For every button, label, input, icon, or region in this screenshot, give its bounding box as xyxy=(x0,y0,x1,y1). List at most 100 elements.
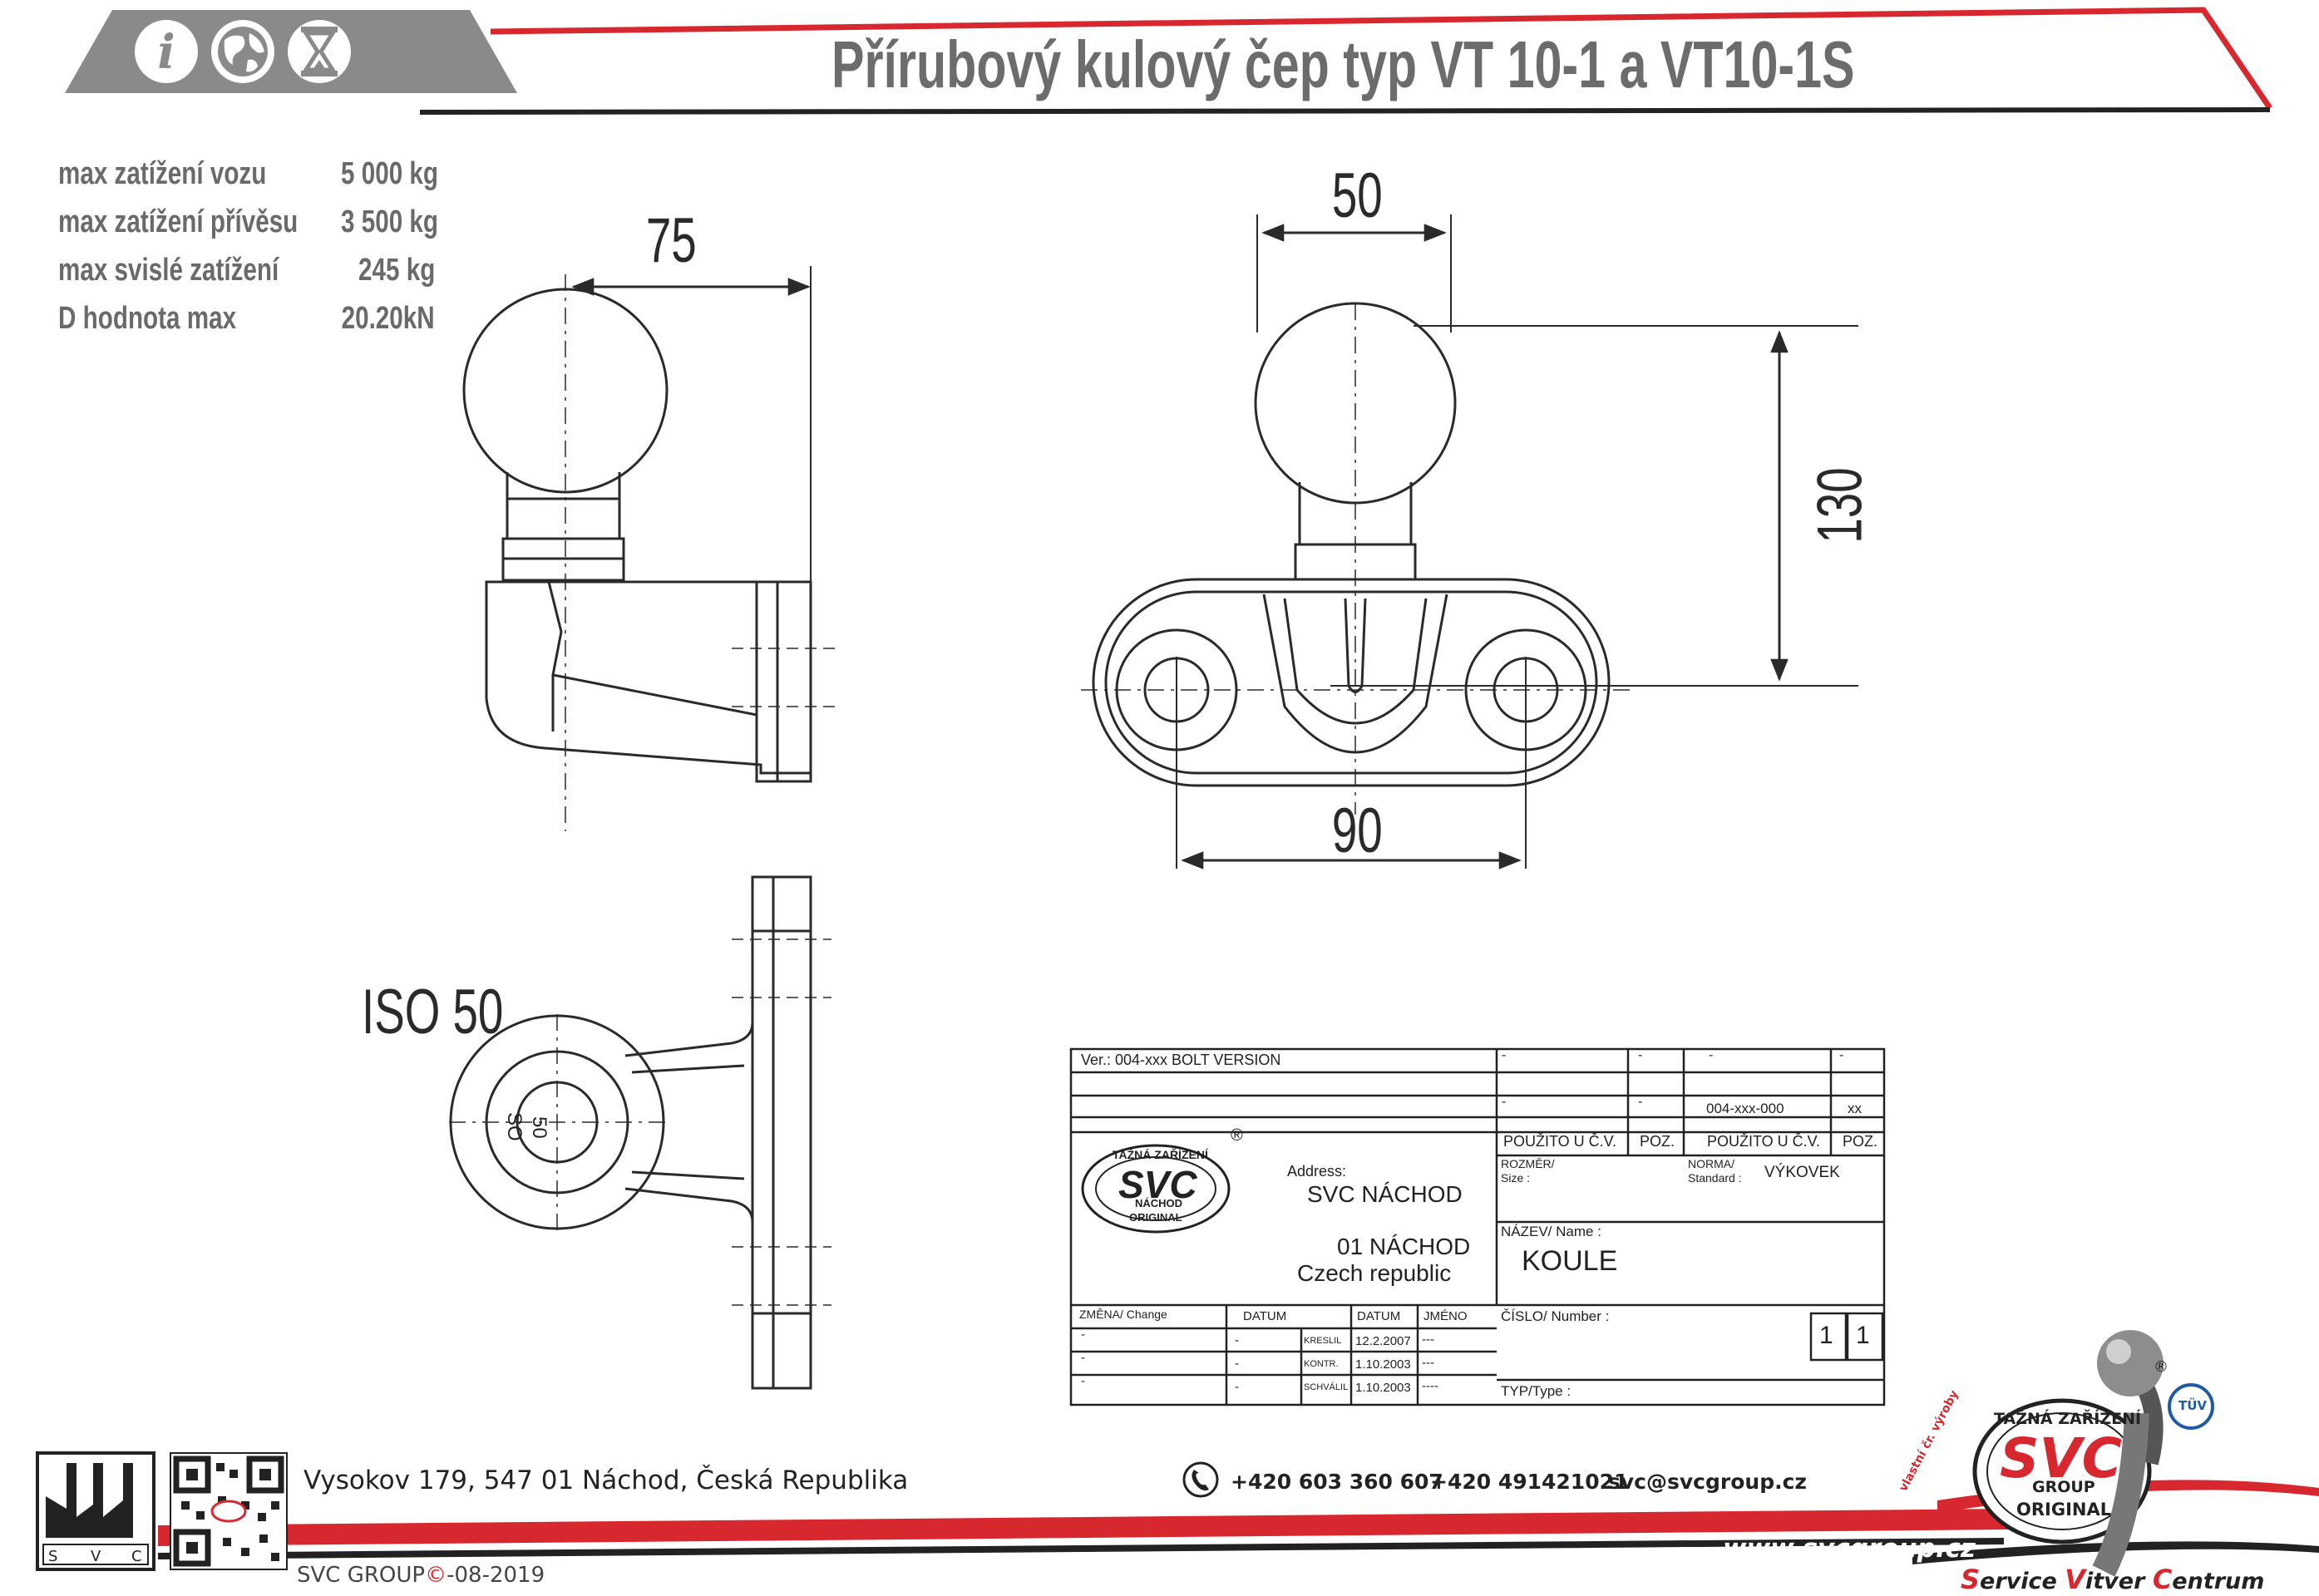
footer-phone-1: +420 603 360 607 xyxy=(1231,1470,1443,1494)
tb-datum-header: DATUM xyxy=(1357,1309,1401,1323)
logo-group-text: GROUP xyxy=(2032,1478,2095,1496)
dim-50-label: 50 xyxy=(1331,160,1383,231)
side-view xyxy=(462,266,840,831)
header-black-line xyxy=(419,107,2271,115)
stamp-bottom-text: ORIGINAL xyxy=(1129,1211,1182,1224)
info-icon xyxy=(135,20,198,83)
tb-address-label: Address: xyxy=(1287,1163,1347,1180)
tb-norm-en: Standard : xyxy=(1688,1171,1742,1185)
phone-icon xyxy=(1182,1461,1219,1498)
footer-copyright: SVC GROUP©-08-2019 xyxy=(297,1564,545,1586)
tb-role: SCHVÁLIL xyxy=(1304,1382,1349,1392)
tb-sign: --- xyxy=(1422,1356,1434,1370)
brand-tagline: Service Vitver Centrum xyxy=(1961,1566,2264,1593)
spec-label: D hodnota max xyxy=(58,301,237,336)
footer-red-band xyxy=(158,1509,2012,1546)
stamp-svc-text: SVC xyxy=(1118,1163,1197,1206)
spec-value: 245 kg xyxy=(358,253,435,288)
stamp-city-text: NÁCHOD xyxy=(1135,1197,1183,1209)
brand-word: itver xyxy=(2085,1569,2153,1594)
logo-bottom-text: ORIGINAL xyxy=(2016,1500,2112,1520)
tb-date: 12.2.2007 xyxy=(1355,1334,1411,1348)
tb-address-1: SVC NÁCHOD xyxy=(1307,1181,1463,1207)
tb-size-en: Size : xyxy=(1501,1171,1531,1185)
footer-website[interactable]: www.svcgroup.cz xyxy=(1723,1534,1976,1564)
tb-sign: ---- xyxy=(1422,1379,1438,1393)
brand-letter: V xyxy=(2065,1564,2086,1595)
tb-date: 1.10.2003 xyxy=(1355,1381,1411,1395)
front-view xyxy=(1081,214,1858,869)
copyright-owner: SVC GROUP xyxy=(297,1563,426,1588)
spec-label: max svislé zatížení xyxy=(58,253,279,288)
iso-label: ISO 50 xyxy=(362,977,504,1047)
copyright-symbol: © xyxy=(425,1563,447,1588)
tb-role: KONTR. xyxy=(1304,1359,1339,1369)
tb-role: KRESLIL xyxy=(1304,1336,1342,1346)
spec-value: 5 000 kg xyxy=(341,156,438,191)
logo-svc-text: SVC xyxy=(2000,1426,2123,1490)
tb-address-3: Czech republic xyxy=(1297,1260,1452,1286)
spec-label: max zatížení vozu xyxy=(58,156,267,191)
tb-dash: - xyxy=(1839,1048,1844,1062)
tb-datum-header: DATUM xyxy=(1243,1309,1287,1323)
tb-dash: - xyxy=(1081,1351,1085,1365)
tb-dash: - xyxy=(1081,1328,1085,1342)
tb-dash: - xyxy=(1235,1357,1239,1371)
tb-sheet-total: 1 xyxy=(1856,1322,1870,1349)
brand-word: ervice xyxy=(1980,1569,2065,1594)
stamp-top-text: TAŽNÁ ZAŘÍZENÍ xyxy=(1113,1148,1208,1161)
stamp-registered: ® xyxy=(1231,1126,1243,1145)
tb-name-value: KOULE xyxy=(1522,1245,1618,1277)
footer-phone-2: +420 491421021 xyxy=(1430,1470,1629,1494)
factory-letter: C xyxy=(131,1548,142,1565)
brand-letter: C xyxy=(2152,1564,2173,1595)
copyright-date: -08-2019 xyxy=(447,1563,545,1588)
tb-xx: xx xyxy=(1848,1101,1862,1116)
tb-address-2: 01 NÁCHOD xyxy=(1337,1234,1471,1259)
tb-sheet: 1 xyxy=(1819,1322,1833,1349)
tuv-text: TÜV xyxy=(2178,1398,2208,1413)
factory-letter: V xyxy=(91,1548,101,1565)
front-flange xyxy=(1092,578,1611,787)
factory-letter: S xyxy=(48,1548,58,1565)
tb-used-in: POUŽITO U Č.V. xyxy=(1503,1133,1617,1150)
hourglass-icon-glyph xyxy=(301,27,338,76)
tb-norm-value: VÝKOVEK xyxy=(1764,1164,1840,1181)
tb-size-cz: ROZMĚR/ xyxy=(1501,1157,1555,1170)
tb-dash: - xyxy=(1235,1380,1239,1394)
side-body xyxy=(485,580,812,775)
logo-top-text: TAŽNÁ ZAŘÍZENÍ xyxy=(1994,1410,2142,1428)
logo-registered: ® xyxy=(2154,1358,2169,1376)
spec-value: 20.20kN xyxy=(341,301,435,336)
tb-pos: POZ. xyxy=(1640,1133,1675,1150)
header-red-line xyxy=(490,7,2272,110)
dim-75-label: 75 xyxy=(645,205,697,276)
dim-90-label: 90 xyxy=(1331,796,1383,866)
globe-icon-glyph xyxy=(218,27,268,76)
factory-logo xyxy=(36,1451,155,1571)
tb-sign: --- xyxy=(1422,1332,1434,1347)
footer-black-band xyxy=(158,1538,2004,1559)
tb-dash: - xyxy=(1081,1374,1085,1388)
spec-value: 3 500 kg xyxy=(341,204,438,239)
tb-number-label: ČÍSLO/ Number : xyxy=(1501,1308,1610,1324)
tb-dash: - xyxy=(1502,1095,1507,1109)
tb-date: 1.10.2003 xyxy=(1355,1357,1411,1372)
tb-version: Ver.: 004-xxx BOLT VERSION xyxy=(1081,1052,1281,1068)
brand-letter: S xyxy=(1961,1564,1981,1595)
title-block xyxy=(1069,1047,1886,1406)
tb-dash: - xyxy=(1638,1048,1643,1062)
info-icon-glyph: i xyxy=(157,25,175,80)
side-flange xyxy=(755,580,812,783)
tb-dash: - xyxy=(1502,1048,1507,1062)
tb-jmeno-header: JMÉNO xyxy=(1423,1309,1468,1323)
tb-part-code: 004-xxx-000 xyxy=(1706,1101,1784,1116)
footer-address: Vysokov 179, 547 01 Náchod, Česká Republ… xyxy=(303,1465,909,1495)
footer-email[interactable]: svc@svcgroup.cz xyxy=(1608,1470,1807,1494)
tb-used-in: POUŽITO U Č.V. xyxy=(1707,1133,1821,1150)
tb-change-label: ZMĚNA/ Change xyxy=(1079,1308,1167,1321)
tb-dash: - xyxy=(1235,1333,1239,1347)
